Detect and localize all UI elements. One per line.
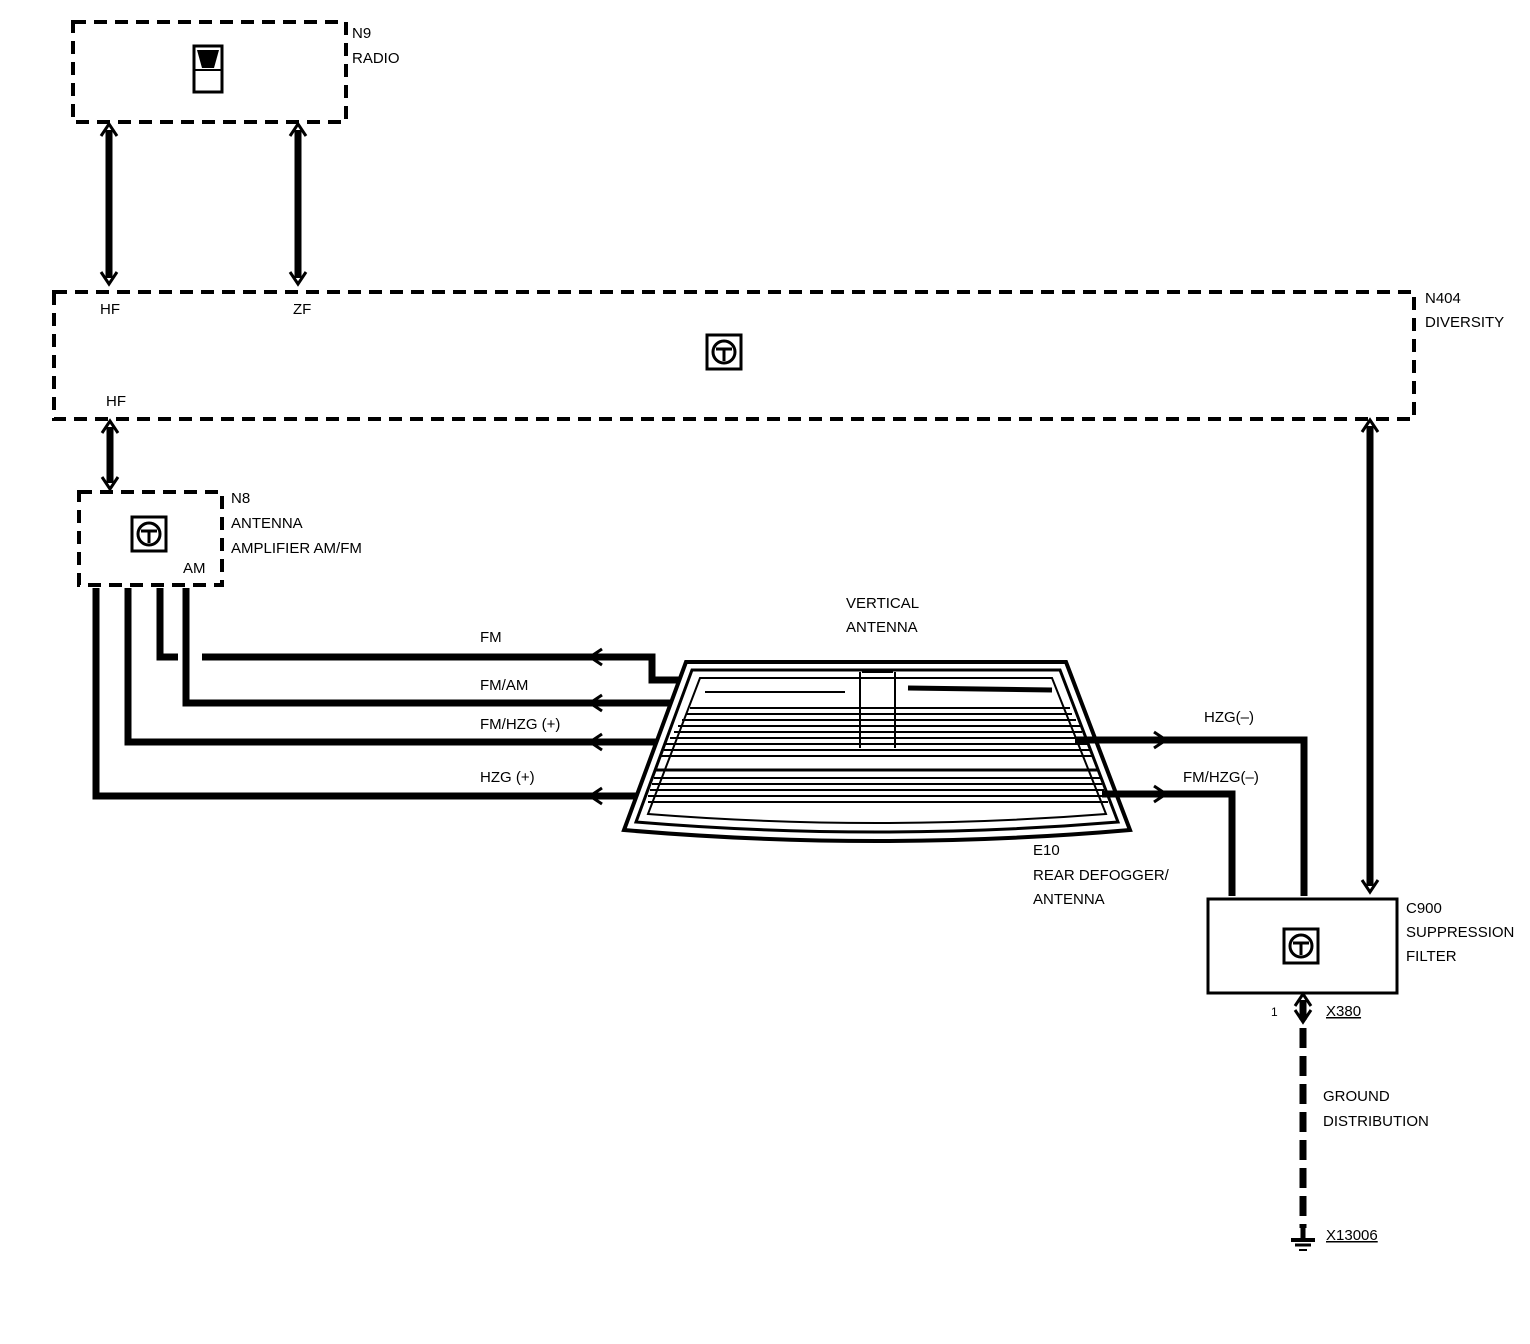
arrow-up-icon <box>1293 991 1313 1007</box>
window-name-line1: REAR DEFOGGER/ <box>1033 867 1170 884</box>
arrow-down-icon <box>288 271 308 287</box>
ground-wire: 1 X380 GROUND DISTRIBUTION X13006 <box>1271 991 1429 1251</box>
arrow-up-icon <box>99 121 119 137</box>
wire-label-fm: FM <box>480 629 502 646</box>
diversity-pin-hf-bottom: HF <box>106 393 126 410</box>
arrow-left-icon <box>587 786 603 806</box>
wire-label-hzg-plus: HZG (+) <box>480 769 535 786</box>
diversity-id: N404 <box>1425 290 1461 307</box>
ground-point: X13006 <box>1326 1227 1378 1244</box>
defogger-grid-upper <box>660 707 1094 757</box>
radio-name: RADIO <box>352 50 400 67</box>
diversity-pin-zf: ZF <box>293 301 311 318</box>
arrow-down-icon <box>100 476 120 492</box>
module-icon <box>130 515 168 553</box>
diversity-module: HF ZF HF N404 DIVERSITY <box>52 290 1504 421</box>
filter-connector: X380 <box>1326 1003 1361 1020</box>
arrow-right-icon <box>1153 784 1169 804</box>
window-filter-wires: HZG(–) FM/HZG(–) <box>1075 709 1308 896</box>
diversity-name: DIVERSITY <box>1425 314 1504 331</box>
arrow-left-icon <box>587 732 603 752</box>
radio-icon <box>192 44 224 94</box>
ground-line1: GROUND <box>1323 1088 1390 1105</box>
arrow-up-icon <box>288 121 308 137</box>
wire-label-fm-am: FM/AM <box>480 677 528 694</box>
arrow-down-icon <box>1360 879 1380 895</box>
arrow-up-icon <box>100 418 120 434</box>
arrow-left-icon <box>587 693 603 713</box>
window-id: E10 <box>1033 842 1060 859</box>
vertical-antenna-line1: VERTICAL <box>846 595 919 612</box>
diversity-pin-hf-top: HF <box>100 301 120 318</box>
amplifier-window-wires: FM FM/AM FM/HZG (+) HZG (+) <box>92 588 700 806</box>
arrow-left-icon <box>587 647 603 667</box>
filter-name-line2: FILTER <box>1406 948 1457 965</box>
vertical-antenna-line2: ANTENNA <box>846 619 918 636</box>
amplifier-name-line1: ANTENNA <box>231 515 303 532</box>
arrow-right-icon <box>1153 730 1169 750</box>
filter-id: C900 <box>1406 900 1442 917</box>
amplifier-module: AM N8 ANTENNA AMPLIFIER AM/FM <box>77 490 362 587</box>
wire-label-fm-hzg-plus: FM/HZG (+) <box>480 716 560 733</box>
module-icon <box>705 333 743 371</box>
arrow-up-icon <box>1360 417 1380 433</box>
diversity-amplifier-wire <box>100 418 120 492</box>
wire-label-fm-hzg-minus: FM/HZG(–) <box>1183 769 1259 786</box>
diversity-filter-wire <box>1360 417 1380 895</box>
amplifier-name-line2: AMPLIFIER AM/FM <box>231 540 362 557</box>
amplifier-id: N8 <box>231 490 250 507</box>
wire-label-hzg-minus: HZG(–) <box>1204 709 1254 726</box>
radio-diversity-wires <box>99 121 308 287</box>
filter-pin-1: 1 <box>1271 1005 1278 1019</box>
arrow-down-icon <box>1293 1009 1313 1025</box>
module-icon <box>1282 927 1320 965</box>
filter-name-line1: SUPPRESSION <box>1406 924 1514 941</box>
amplifier-pin-am: AM <box>183 560 206 577</box>
rear-window: VERTICAL ANTENNA E10 REAR DEFOGGER/ ANTE… <box>621 595 1170 908</box>
arrow-down-icon <box>99 271 119 287</box>
radio-module: N9 RADIO <box>71 20 400 124</box>
defogger-grid-lower <box>648 768 1108 803</box>
suppression-filter: C900 SUPPRESSION FILTER <box>1206 897 1514 995</box>
window-name-line2: ANTENNA <box>1033 891 1105 908</box>
ground-line2: DISTRIBUTION <box>1323 1113 1429 1130</box>
radio-id: N9 <box>352 25 371 42</box>
ground-symbol-icon <box>1291 1226 1315 1251</box>
